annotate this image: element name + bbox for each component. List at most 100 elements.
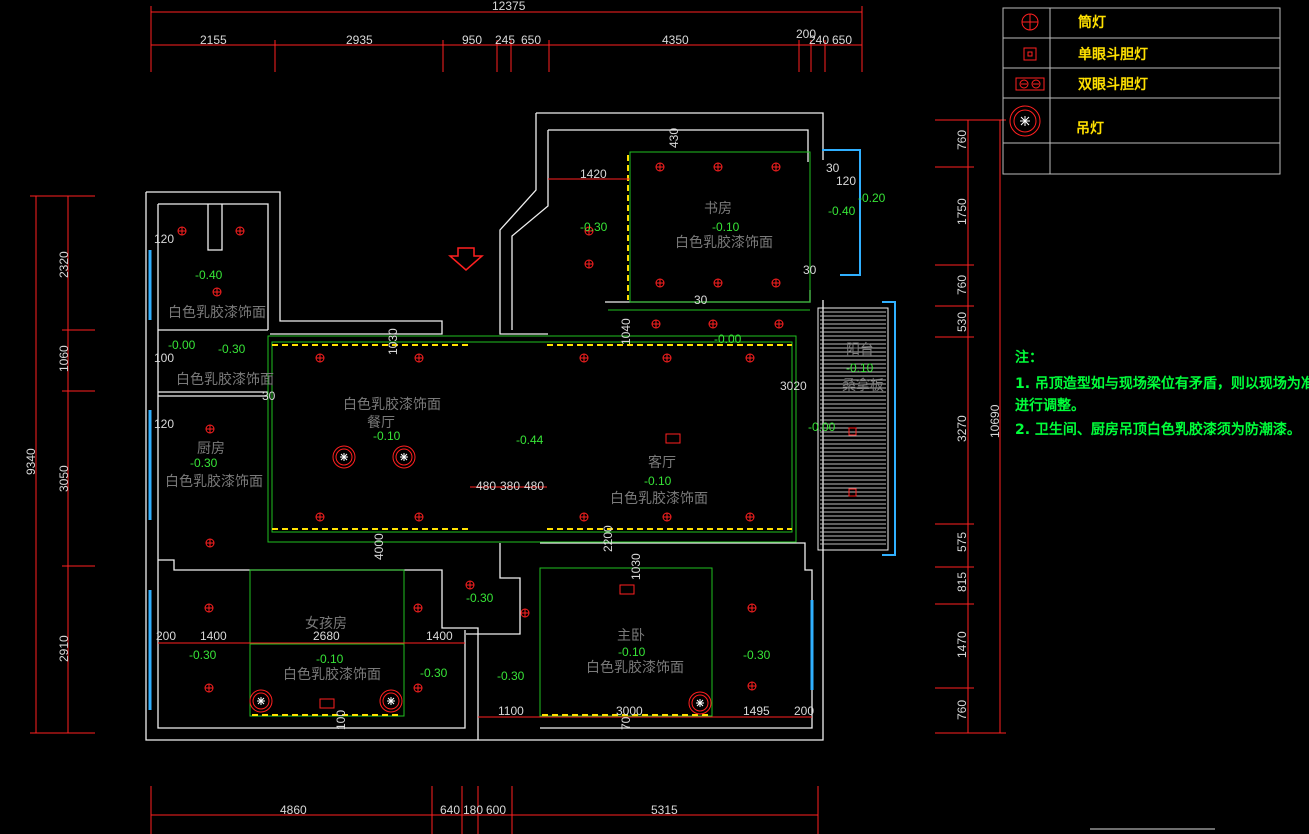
downlight-icon xyxy=(520,608,530,618)
left-dimension-chain: 9340 2320 1060 3050 2910 xyxy=(24,195,95,734)
level-mark: -0.30 xyxy=(218,342,246,356)
downlight-icon xyxy=(579,512,589,522)
inner-dim: 1400 xyxy=(200,629,227,643)
legend-table: 筒灯 单眼斗胆灯 双眼斗胆灯 吊灯 xyxy=(1002,7,1281,175)
dim-bottom-5: 5315 xyxy=(651,803,678,817)
inner-dim: 480 xyxy=(524,479,544,493)
level-marks: -0.40 -0.30 -0.10 -0.40 -0.20 -0.00 -0.3… xyxy=(168,191,886,683)
level-mark: -0.00 xyxy=(808,420,836,434)
note-line: 1. 吊顶造型如与现场梁位有矛盾，则以现场为准， xyxy=(1015,375,1309,392)
downlight-icon xyxy=(584,226,594,236)
inner-dim: 200 xyxy=(794,704,814,718)
inner-dim: 120 xyxy=(154,232,174,246)
downlight-icon xyxy=(205,424,215,434)
dim-top-1: 2155 xyxy=(200,33,227,47)
level-mark: -0.00 xyxy=(168,338,196,352)
downlight-icon xyxy=(745,512,755,522)
finish-dining: 白色乳胶漆饰面 xyxy=(343,396,441,413)
dim-right-5: 3270 xyxy=(955,415,969,442)
single-grille-light-icon xyxy=(848,488,857,497)
level-mark: -0.30 xyxy=(189,648,217,662)
level-mark: -0.30 xyxy=(466,591,494,605)
downlight-icon xyxy=(465,580,475,590)
dim-right-3: 760 xyxy=(955,275,969,295)
level-mark: -0.20 xyxy=(858,191,886,205)
inner-dim: 30 xyxy=(262,389,276,403)
downlight-group xyxy=(177,162,784,693)
downlight-icon xyxy=(413,683,423,693)
room-balcony: 阳台 xyxy=(846,342,874,358)
downlight-icon xyxy=(579,353,589,363)
chandelier-icon xyxy=(392,445,416,469)
finish-corridor: 白色乳胶漆饰面 xyxy=(176,371,274,388)
dim-right-2: 1750 xyxy=(955,198,969,225)
dim-left-total: 9340 xyxy=(24,448,38,475)
dim-top-5: 650 xyxy=(521,33,541,47)
inner-dim: 430 xyxy=(667,128,681,148)
room-daughter: 女孩房 xyxy=(305,615,347,632)
level-mark: -0.10 xyxy=(316,652,344,666)
inner-dim: 2680 xyxy=(313,629,340,643)
downlight-icon xyxy=(315,512,325,522)
downlight-icon xyxy=(655,278,665,288)
downlight-icon xyxy=(771,162,781,172)
downlight-icon xyxy=(204,603,214,613)
chandelier-icon xyxy=(1009,105,1041,137)
inner-dim: 100 xyxy=(154,351,174,365)
ceiling-features xyxy=(249,151,811,717)
room-master: 主卧 xyxy=(617,628,645,644)
level-mark: -0.30 xyxy=(420,666,448,680)
note-line: 进行调整。 xyxy=(1015,397,1085,414)
finish-daughter: 白色乳胶漆饰面 xyxy=(283,666,381,683)
dim-top-6: 4350 xyxy=(662,33,689,47)
inner-dim: 1420 xyxy=(580,167,607,181)
downlight-icon xyxy=(414,512,424,522)
downlight-icon xyxy=(745,353,755,363)
inner-dim: 3020 xyxy=(780,379,807,393)
inner-dim: 2200 xyxy=(601,525,615,552)
downlight-icon xyxy=(315,353,325,363)
dim-right-total: 10690 xyxy=(988,404,1002,438)
inner-dim: 3000 xyxy=(616,704,643,718)
dim-right-6: 575 xyxy=(955,532,969,552)
chandelier-icon xyxy=(332,445,356,469)
inner-dim: 4000 xyxy=(372,533,386,560)
downlight-icon xyxy=(651,319,661,329)
right-dimension-chain: 10690 760 1750 760 530 3270 575 815 1470… xyxy=(935,119,1006,734)
inner-dim: 100 xyxy=(334,710,348,730)
finish-master: 白色乳胶漆饰面 xyxy=(586,659,684,676)
level-mark: -0.10 xyxy=(373,429,401,443)
downlight-icon xyxy=(655,162,665,172)
inner-dim: 30 xyxy=(826,161,840,175)
level-mark: -0.40 xyxy=(195,268,223,282)
inner-dim: 200 xyxy=(156,629,176,643)
downlight-icon xyxy=(584,259,594,269)
inner-dim: 1400 xyxy=(426,629,453,643)
dim-left-4: 2910 xyxy=(57,635,71,662)
single-grille-light-icon xyxy=(665,433,681,444)
level-mark: -0.10 xyxy=(846,361,874,375)
inner-dim: 1495 xyxy=(743,704,770,718)
downlight-icon xyxy=(774,319,784,329)
single-grille-light-icon xyxy=(319,698,335,709)
level-mark: -0.00 xyxy=(714,332,742,346)
top-dimension-chain: 12375 2155 2935 950 245 650 4350 200 240… xyxy=(150,0,863,72)
balcony-hatch xyxy=(148,149,896,710)
inner-dim: 1100 xyxy=(498,704,524,718)
notes-title: 注： xyxy=(1015,349,1043,366)
room-study: 书房 xyxy=(704,201,732,217)
dim-top-9: 650 xyxy=(832,33,852,47)
chandelier-icon xyxy=(688,691,712,715)
downlight-icon xyxy=(413,603,423,613)
finish-study: 白色乳胶漆饰面 xyxy=(675,234,773,251)
room-living: 客厅 xyxy=(648,454,676,471)
dim-left-2: 1060 xyxy=(57,345,71,372)
dim-top-2: 2935 xyxy=(346,33,373,47)
double-grille-light-icon xyxy=(1015,77,1045,91)
dim-bottom-3: 180 xyxy=(463,803,483,817)
inner-dim: 1040 xyxy=(619,318,633,345)
downlight-icon xyxy=(662,353,672,363)
downlight-icon xyxy=(414,353,424,363)
dim-bottom-4: 600 xyxy=(486,803,506,817)
